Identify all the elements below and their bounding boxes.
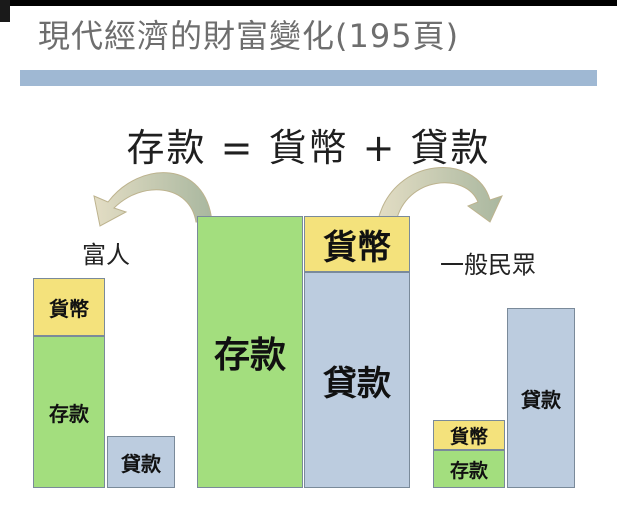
title-underline-bar [20,70,597,86]
bank-deposit-block: 存款 [197,216,303,488]
slide-title: 現代經濟的財富變化(195頁) [38,17,460,55]
top-strip [0,0,617,6]
rich-label: 富人 [82,241,130,269]
arrow-bank-to-public [377,167,503,223]
public-label: 一般民眾 [440,251,536,279]
bank-currency-block: 貨幣 [304,216,410,272]
bank-loan-block: 貸款 [304,272,410,488]
arrow-bank-to-rich [93,172,213,227]
public-loan-block: 貸款 [507,308,575,488]
rich-deposit-block: 存款 [33,336,105,488]
rich-loan-block: 貸款 [107,436,175,488]
public-deposit-block: 存款 [433,450,505,488]
equation: 存款 = 貨幣 + 貸款 [126,126,491,170]
corner-mark [0,0,10,22]
public-currency-block: 貨幣 [433,420,505,450]
rich-currency-block: 貨幣 [33,278,105,336]
